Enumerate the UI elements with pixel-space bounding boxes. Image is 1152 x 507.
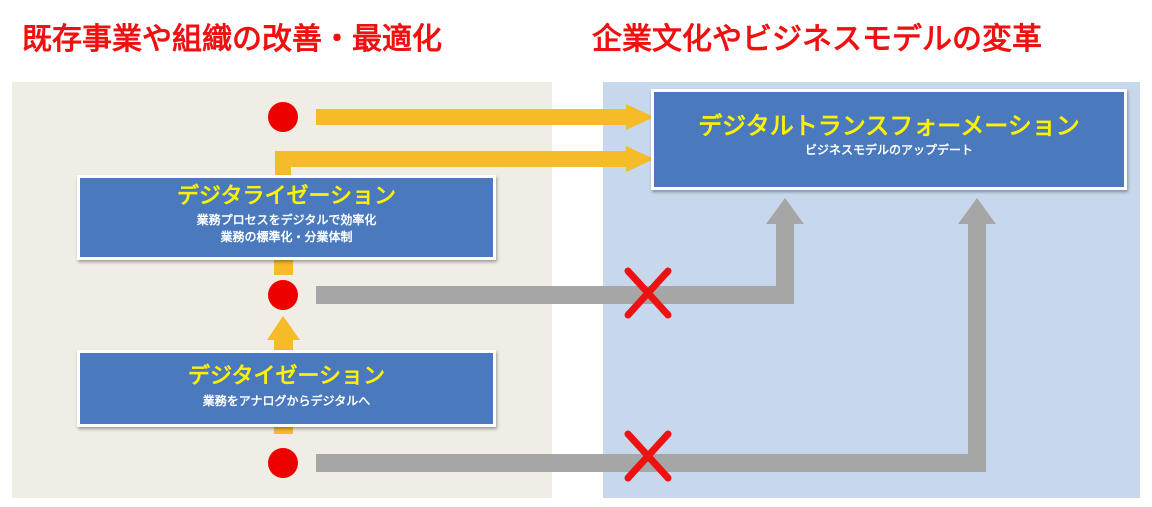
box-digitization-title: デジタイゼーション [187, 364, 386, 389]
blocked-arrow-digitalization-to-dx [316, 222, 794, 304]
stage-dot-middle [268, 280, 298, 310]
box-digitalization-title: デジタライゼーション [176, 184, 397, 209]
arrow-digitalization-to-dx [275, 151, 630, 175]
box-digitalization-line1: 業務プロセスをデジタルで効率化 [196, 213, 377, 227]
blocked-arrow-head-bottom [958, 198, 996, 224]
connector-digitalization-to-middle-dot [274, 258, 293, 275]
cross-mark-middle [624, 267, 672, 319]
arrow-head-top-to-dx [626, 104, 654, 130]
box-digitization-subtitle: 業務をアナログからデジタルへ [202, 394, 371, 408]
stage-dot-bottom [268, 448, 298, 478]
box-dx-subtitle: ビジネスモデルのアップデート [804, 143, 973, 157]
arrow-head-digitalization-to-dx [626, 146, 654, 172]
arrow-up-to-middle-stage [267, 316, 300, 350]
heading-business-model-transformation: 企業文化やビジネスモデルの変革 [592, 22, 1042, 57]
box-digital-transformation: デジタルトランスフォーメーション ビジネスモデルのアップデート [651, 89, 1127, 190]
box-digitalization: デジタライゼーション 業務プロセスをデジタルで効率化 業務の標準化・分業体制 [77, 175, 496, 260]
box-dx-title: デジタルトランスフォーメーション [698, 112, 1080, 140]
box-digitalization-line2: 業務の標準化・分業体制 [220, 230, 353, 244]
cross-mark-bottom [624, 430, 672, 482]
stage-dot-top [268, 102, 298, 132]
heading-existing-business-optimization: 既存事業や組織の改善・最適化 [22, 22, 442, 57]
blocked-arrow-digitization-to-dx [316, 222, 986, 472]
blocked-arrow-head-middle [766, 198, 804, 224]
box-digitization: デジタイゼーション 業務をアナログからデジタルへ [77, 350, 496, 427]
